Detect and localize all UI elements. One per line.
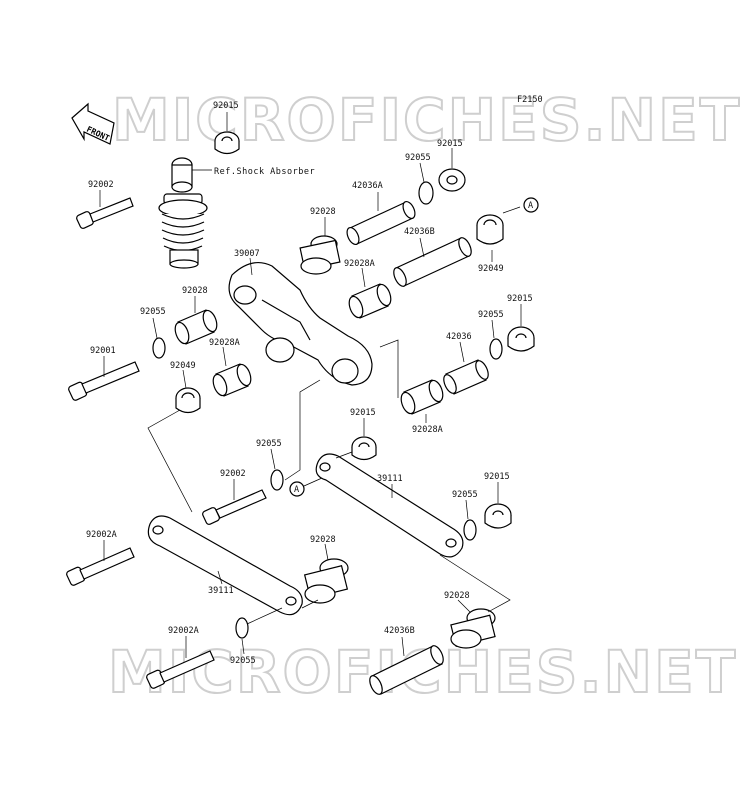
- label-92055-r: 92055: [478, 310, 504, 320]
- label-92028a-c: 92028A: [344, 259, 375, 269]
- nut-92015-top: [214, 131, 240, 155]
- ref-shock-absorber-label: Ref.Shock Absorber: [214, 167, 315, 177]
- callout-a-top-label: A: [528, 201, 533, 211]
- o-ring-92055-m: [270, 469, 284, 491]
- nut-92015-middle: [351, 436, 377, 461]
- sleeve-42036b-bottom: [369, 645, 444, 695]
- label-92015-r: 92015: [507, 294, 533, 304]
- label-92015-br: 92015: [484, 472, 510, 482]
- label-92015-m: 92015: [350, 408, 376, 418]
- label-92002-m: 92002: [220, 469, 246, 479]
- o-ring-92055-b: [235, 617, 249, 639]
- nut-92015-tr: [438, 168, 466, 192]
- label-92055-tr: 92055: [405, 153, 431, 163]
- bushing-92028-bottom: [303, 558, 349, 604]
- link-39111-left: [147, 515, 303, 616]
- sleeve-42036b-right: [393, 237, 472, 287]
- watermark-top: MICROFICHES.NET: [112, 86, 741, 154]
- label-42036a: 42036A: [352, 181, 383, 191]
- callout-a-top: [523, 197, 539, 213]
- nut-92015-bottom-right: [484, 503, 512, 529]
- label-92028-b: 92028: [310, 535, 336, 545]
- o-ring-92055-br: [463, 519, 477, 541]
- label-92055-l: 92055: [140, 307, 166, 317]
- callout-a-middle-label: A: [294, 485, 299, 495]
- label-39007: 39007: [234, 249, 260, 259]
- bolt-92002a-left: [66, 547, 135, 586]
- front-arrow-icon: FRONT: [71, 102, 115, 145]
- label-92055-m: 92055: [256, 439, 282, 449]
- bushing-92028-left: [174, 309, 218, 345]
- callout-a-middle: [289, 481, 305, 497]
- label-92028-br: 92028: [444, 591, 470, 601]
- sleeve-42036: [443, 359, 489, 395]
- label-92002-tl: 92002: [88, 180, 114, 190]
- label-92049-l: 92049: [170, 361, 196, 371]
- label-92002a-l: 92002A: [86, 530, 117, 540]
- label-92028a-l: 92028A: [209, 338, 240, 348]
- bushing-92028a-center: [348, 283, 392, 319]
- bushing-92028-bottom-right: [450, 608, 496, 649]
- bolt-92001: [68, 361, 140, 401]
- label-42036: 42036: [446, 332, 472, 342]
- collar-92049-right: [476, 214, 504, 245]
- assembly-guide-lines: [147, 339, 511, 625]
- bushing-92028a-right: [400, 379, 444, 415]
- link-39111-right: [315, 453, 464, 558]
- sleeve-42036a: [346, 200, 416, 246]
- label-92028-l: 92028: [182, 286, 208, 296]
- bolt-92002-top: [76, 197, 134, 229]
- diagram-code: F2150: [517, 95, 543, 105]
- shock-absorber-icon: [158, 157, 208, 269]
- label-42036b-b: 42036B: [384, 626, 415, 636]
- o-ring-92055-tr: [418, 181, 434, 205]
- o-ring-92055-r: [489, 338, 503, 360]
- label-92049-r: 92049: [478, 264, 504, 274]
- label-92015-top: 92015: [213, 101, 239, 111]
- label-92028-c: 92028: [310, 207, 336, 217]
- linkage-39007: [228, 261, 373, 386]
- label-92055-b: 92055: [230, 656, 256, 666]
- o-ring-92055-l: [152, 337, 166, 359]
- label-39111-l: 39111: [208, 586, 234, 596]
- bolt-92002-middle: [202, 489, 267, 525]
- label-92001: 92001: [90, 346, 116, 356]
- label-92015-tr: 92015: [437, 139, 463, 149]
- nut-92015-right: [507, 326, 535, 352]
- collar-92049-left: [175, 387, 201, 414]
- bushing-92028-center: [299, 235, 341, 275]
- label-92002a-b: 92002A: [168, 626, 199, 636]
- bolt-92002a-bottom: [146, 650, 215, 689]
- label-92055-br: 92055: [452, 490, 478, 500]
- label-39111-r: 39111: [377, 474, 403, 484]
- label-42036b-r: 42036B: [404, 227, 435, 237]
- bushing-92028a-left: [212, 363, 252, 397]
- label-92028a-r: 92028A: [412, 425, 443, 435]
